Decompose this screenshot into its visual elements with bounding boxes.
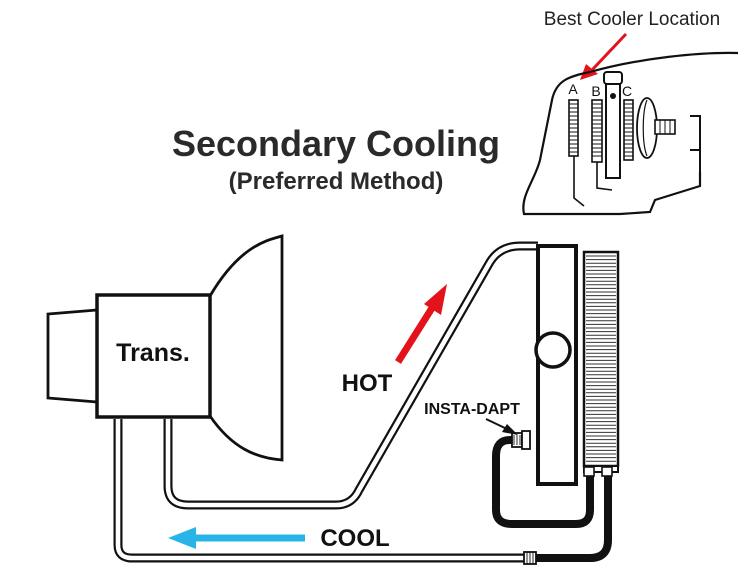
hose-insta-dapt-to-cooler — [492, 436, 594, 528]
radiator — [534, 244, 578, 486]
transmission-case — [95, 293, 212, 419]
hot-line-inner — [165, 243, 538, 508]
inset-label-b: B — [591, 83, 600, 99]
hot-label: HOT — [342, 370, 393, 397]
inset-caption: Best Cooler Location — [544, 9, 720, 30]
transmission: Trans. — [46, 234, 284, 462]
insta-dapt-label: INSTA-DAPT — [424, 401, 520, 418]
cooler-fittings — [583, 466, 613, 477]
cool-line-clamp — [523, 551, 537, 565]
cool-line-inner — [115, 419, 526, 561]
inset-label-c: C — [622, 83, 632, 99]
cool-arrow-icon — [168, 527, 196, 549]
bell-housing — [208, 234, 284, 462]
hose-cooler-to-cool-line — [530, 470, 612, 562]
inset-cooler-location: Best Cooler Location A B C — [522, 9, 739, 216]
tail-housing — [46, 308, 98, 404]
auxiliary-cooler — [582, 250, 620, 473]
radiator-outlet — [534, 331, 572, 369]
diagram-subtitle: (Preferred Method) — [229, 168, 444, 195]
fan-icon — [636, 97, 658, 159]
cool-label: COOL — [320, 525, 389, 552]
hot-arrow-icon — [424, 284, 447, 315]
diagram-title: Secondary Cooling — [172, 123, 500, 164]
transmission-label: Trans. — [116, 339, 190, 367]
inset-label-a: A — [568, 81, 578, 97]
insta-dapt-fitting — [511, 430, 531, 450]
insta-dapt-pointer-icon — [502, 424, 518, 435]
vehicle-outline — [522, 51, 739, 216]
